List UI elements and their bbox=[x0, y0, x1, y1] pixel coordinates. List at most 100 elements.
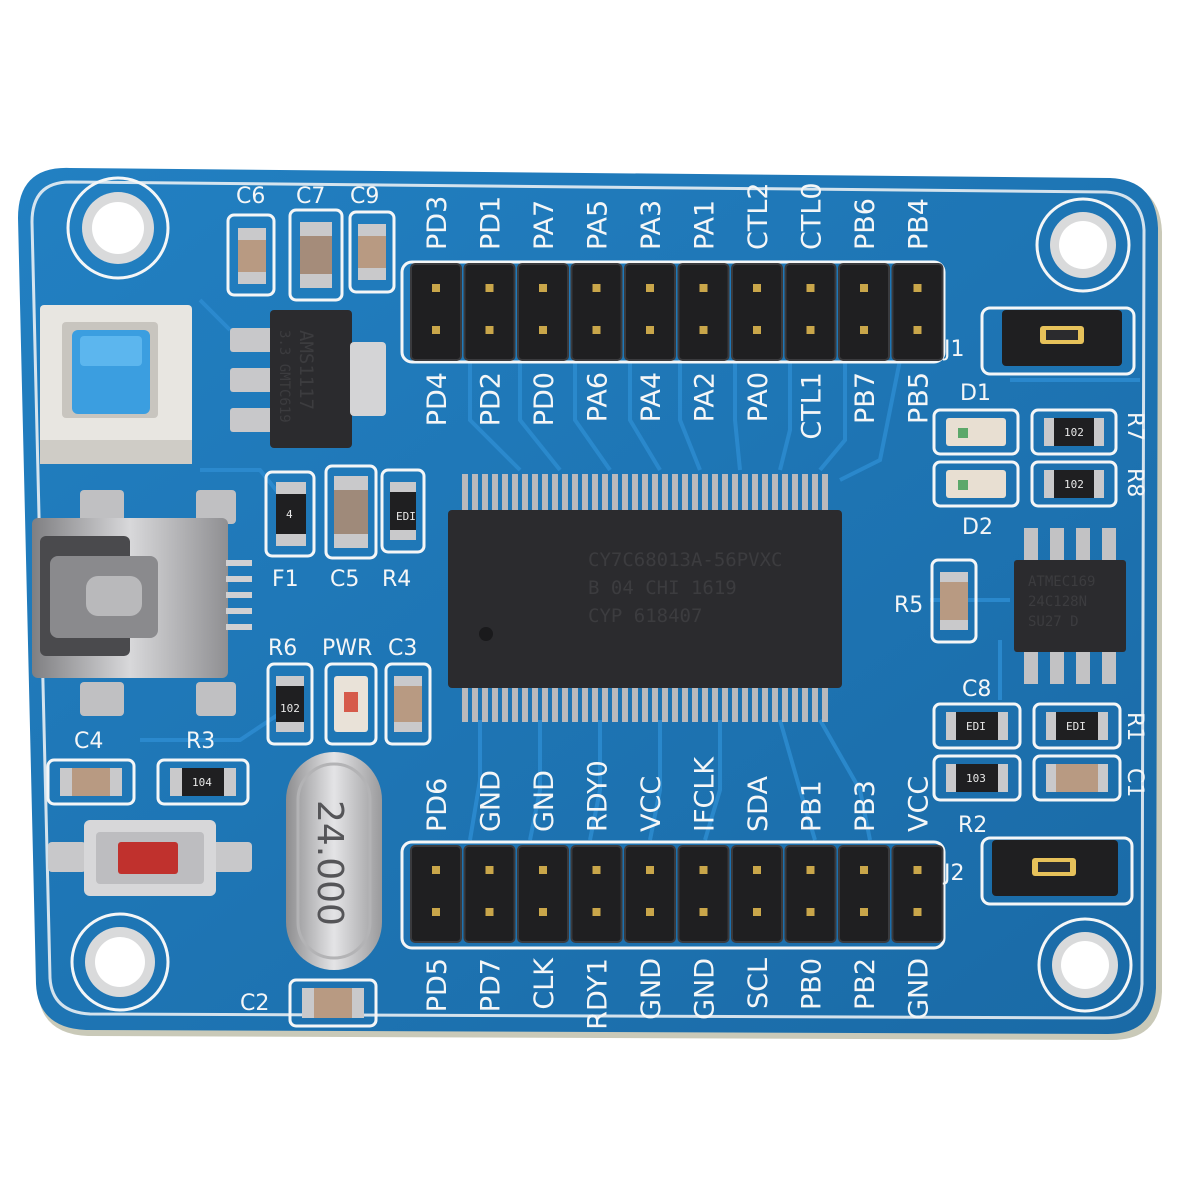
chip-marking-line-1: CY7C68013A-56PVXC bbox=[588, 549, 782, 571]
ref-c8: C8 bbox=[962, 677, 991, 702]
traces bbox=[140, 298, 1140, 841]
header-pin-pair bbox=[410, 263, 462, 361]
pin-label: PB4 bbox=[904, 198, 935, 250]
header-pin-pair bbox=[838, 845, 890, 943]
header-pin-pair bbox=[463, 263, 516, 361]
ref-f1: F1 bbox=[272, 567, 299, 592]
pin-label: PA5 bbox=[583, 200, 614, 250]
resistor-r7: 102 bbox=[1030, 408, 1118, 456]
header-pin bbox=[753, 866, 761, 874]
pin-label: PB5 bbox=[904, 372, 935, 424]
pin-label: PD6 bbox=[422, 778, 453, 832]
resistor-r4: EDI bbox=[380, 468, 426, 554]
c8-code: EDI bbox=[966, 720, 986, 733]
capacitor-c7 bbox=[288, 208, 344, 302]
pin-label: PB6 bbox=[850, 198, 881, 250]
pin-label: GND bbox=[476, 770, 507, 832]
chip-marking-line-2: B 04 CHI 1619 bbox=[588, 577, 737, 599]
header-pin bbox=[806, 284, 815, 292]
header-pin bbox=[913, 908, 922, 916]
capacitor-c1 bbox=[1032, 754, 1122, 802]
pin-label: GND bbox=[636, 958, 667, 1020]
header-pin-pair bbox=[677, 263, 730, 361]
header-pin bbox=[913, 866, 922, 874]
header-pin bbox=[699, 284, 708, 292]
header-pin-pair bbox=[891, 263, 944, 361]
ref-c4: C4 bbox=[74, 729, 103, 754]
header-pin bbox=[646, 908, 654, 916]
ref-r4: R4 bbox=[382, 567, 411, 592]
ref-r3: R3 bbox=[186, 729, 215, 754]
pin-label: SCL bbox=[743, 958, 774, 1009]
header-pin bbox=[646, 284, 654, 292]
mounting-hole-bottom-left bbox=[70, 912, 170, 1012]
header-pin-pair bbox=[677, 845, 730, 943]
ref-d2: D2 bbox=[962, 515, 993, 540]
header-pin bbox=[913, 326, 922, 334]
pin-label: PD3 bbox=[422, 196, 453, 250]
header-pin bbox=[753, 326, 761, 334]
pin-label: PB0 bbox=[797, 958, 828, 1010]
main-chip: CY7C68013A-56PVXC B 04 CHI 1619 CYP 6184… bbox=[448, 474, 842, 722]
header-pin bbox=[592, 284, 601, 292]
led-d1 bbox=[932, 408, 1020, 456]
header-pin-pair bbox=[410, 845, 462, 943]
ref-c5: C5 bbox=[330, 567, 359, 592]
header-pin bbox=[592, 908, 601, 916]
header-pin-pair bbox=[463, 845, 516, 943]
crystal-marking: 24.000 bbox=[309, 800, 350, 926]
resistor-r1: EDI bbox=[1032, 702, 1122, 750]
header-pin-pair bbox=[624, 845, 676, 943]
mounting-hole-bottom-right bbox=[1037, 917, 1133, 1013]
r6-code: 102 bbox=[280, 702, 300, 715]
pin-label: PB7 bbox=[850, 372, 881, 424]
header-pin bbox=[753, 284, 761, 292]
capacitor-c3 bbox=[384, 662, 432, 746]
ref-c9: C9 bbox=[350, 184, 379, 209]
eeprom-chip: ATMEC169 24C128N SU27 D bbox=[1014, 528, 1126, 684]
ref-c7: C7 bbox=[296, 184, 325, 209]
header-pin-pair bbox=[731, 845, 783, 943]
header-pin bbox=[699, 908, 708, 916]
header-pin bbox=[485, 866, 494, 874]
led-d2 bbox=[932, 460, 1020, 508]
chip-marking-line-3: CYP 618407 bbox=[588, 605, 702, 627]
pin-label: RDY0 bbox=[583, 760, 614, 832]
pin-label: CTL1 bbox=[797, 372, 828, 440]
pin-label: PA4 bbox=[636, 372, 667, 422]
mounting-hole-top-left bbox=[66, 176, 170, 280]
header-pin bbox=[806, 326, 815, 334]
eeprom-marking-2: 24C128N bbox=[1028, 594, 1087, 610]
header-pin bbox=[592, 326, 601, 334]
voltage-regulator: AMS1117 3.3 GMTC619 bbox=[230, 310, 386, 448]
header-pin bbox=[485, 908, 494, 916]
header-pin bbox=[753, 908, 761, 916]
reset-button bbox=[48, 820, 252, 896]
pin-label: GND bbox=[529, 770, 560, 832]
pin-label: PA2 bbox=[690, 372, 721, 422]
header-pin bbox=[539, 326, 547, 334]
resistor-r6: 102 bbox=[266, 662, 314, 746]
capacitor-c6 bbox=[226, 213, 276, 297]
mounting-hole-top-right bbox=[1035, 197, 1131, 293]
ref-r6: R6 bbox=[268, 636, 297, 661]
pin-label: PB3 bbox=[850, 780, 881, 832]
ref-r7: R7 bbox=[1122, 412, 1147, 441]
pin-label: PB1 bbox=[797, 780, 828, 832]
crystal-oscillator: 24.000 bbox=[286, 752, 382, 970]
pin-label: PD2 bbox=[476, 372, 507, 426]
header-pin-pair bbox=[784, 263, 837, 361]
header-pin-pair bbox=[731, 263, 783, 361]
header-pin bbox=[646, 326, 654, 334]
header-pin bbox=[485, 284, 494, 292]
header-j1 bbox=[400, 260, 946, 364]
power-switch bbox=[40, 305, 192, 464]
pin-label: CTL0 bbox=[797, 182, 828, 250]
pin-label: PD4 bbox=[422, 372, 453, 426]
header-pin bbox=[806, 866, 815, 874]
pin-label: PD5 bbox=[422, 958, 453, 1012]
ref-c2: C2 bbox=[240, 991, 269, 1016]
pin-label: PD1 bbox=[476, 196, 507, 250]
